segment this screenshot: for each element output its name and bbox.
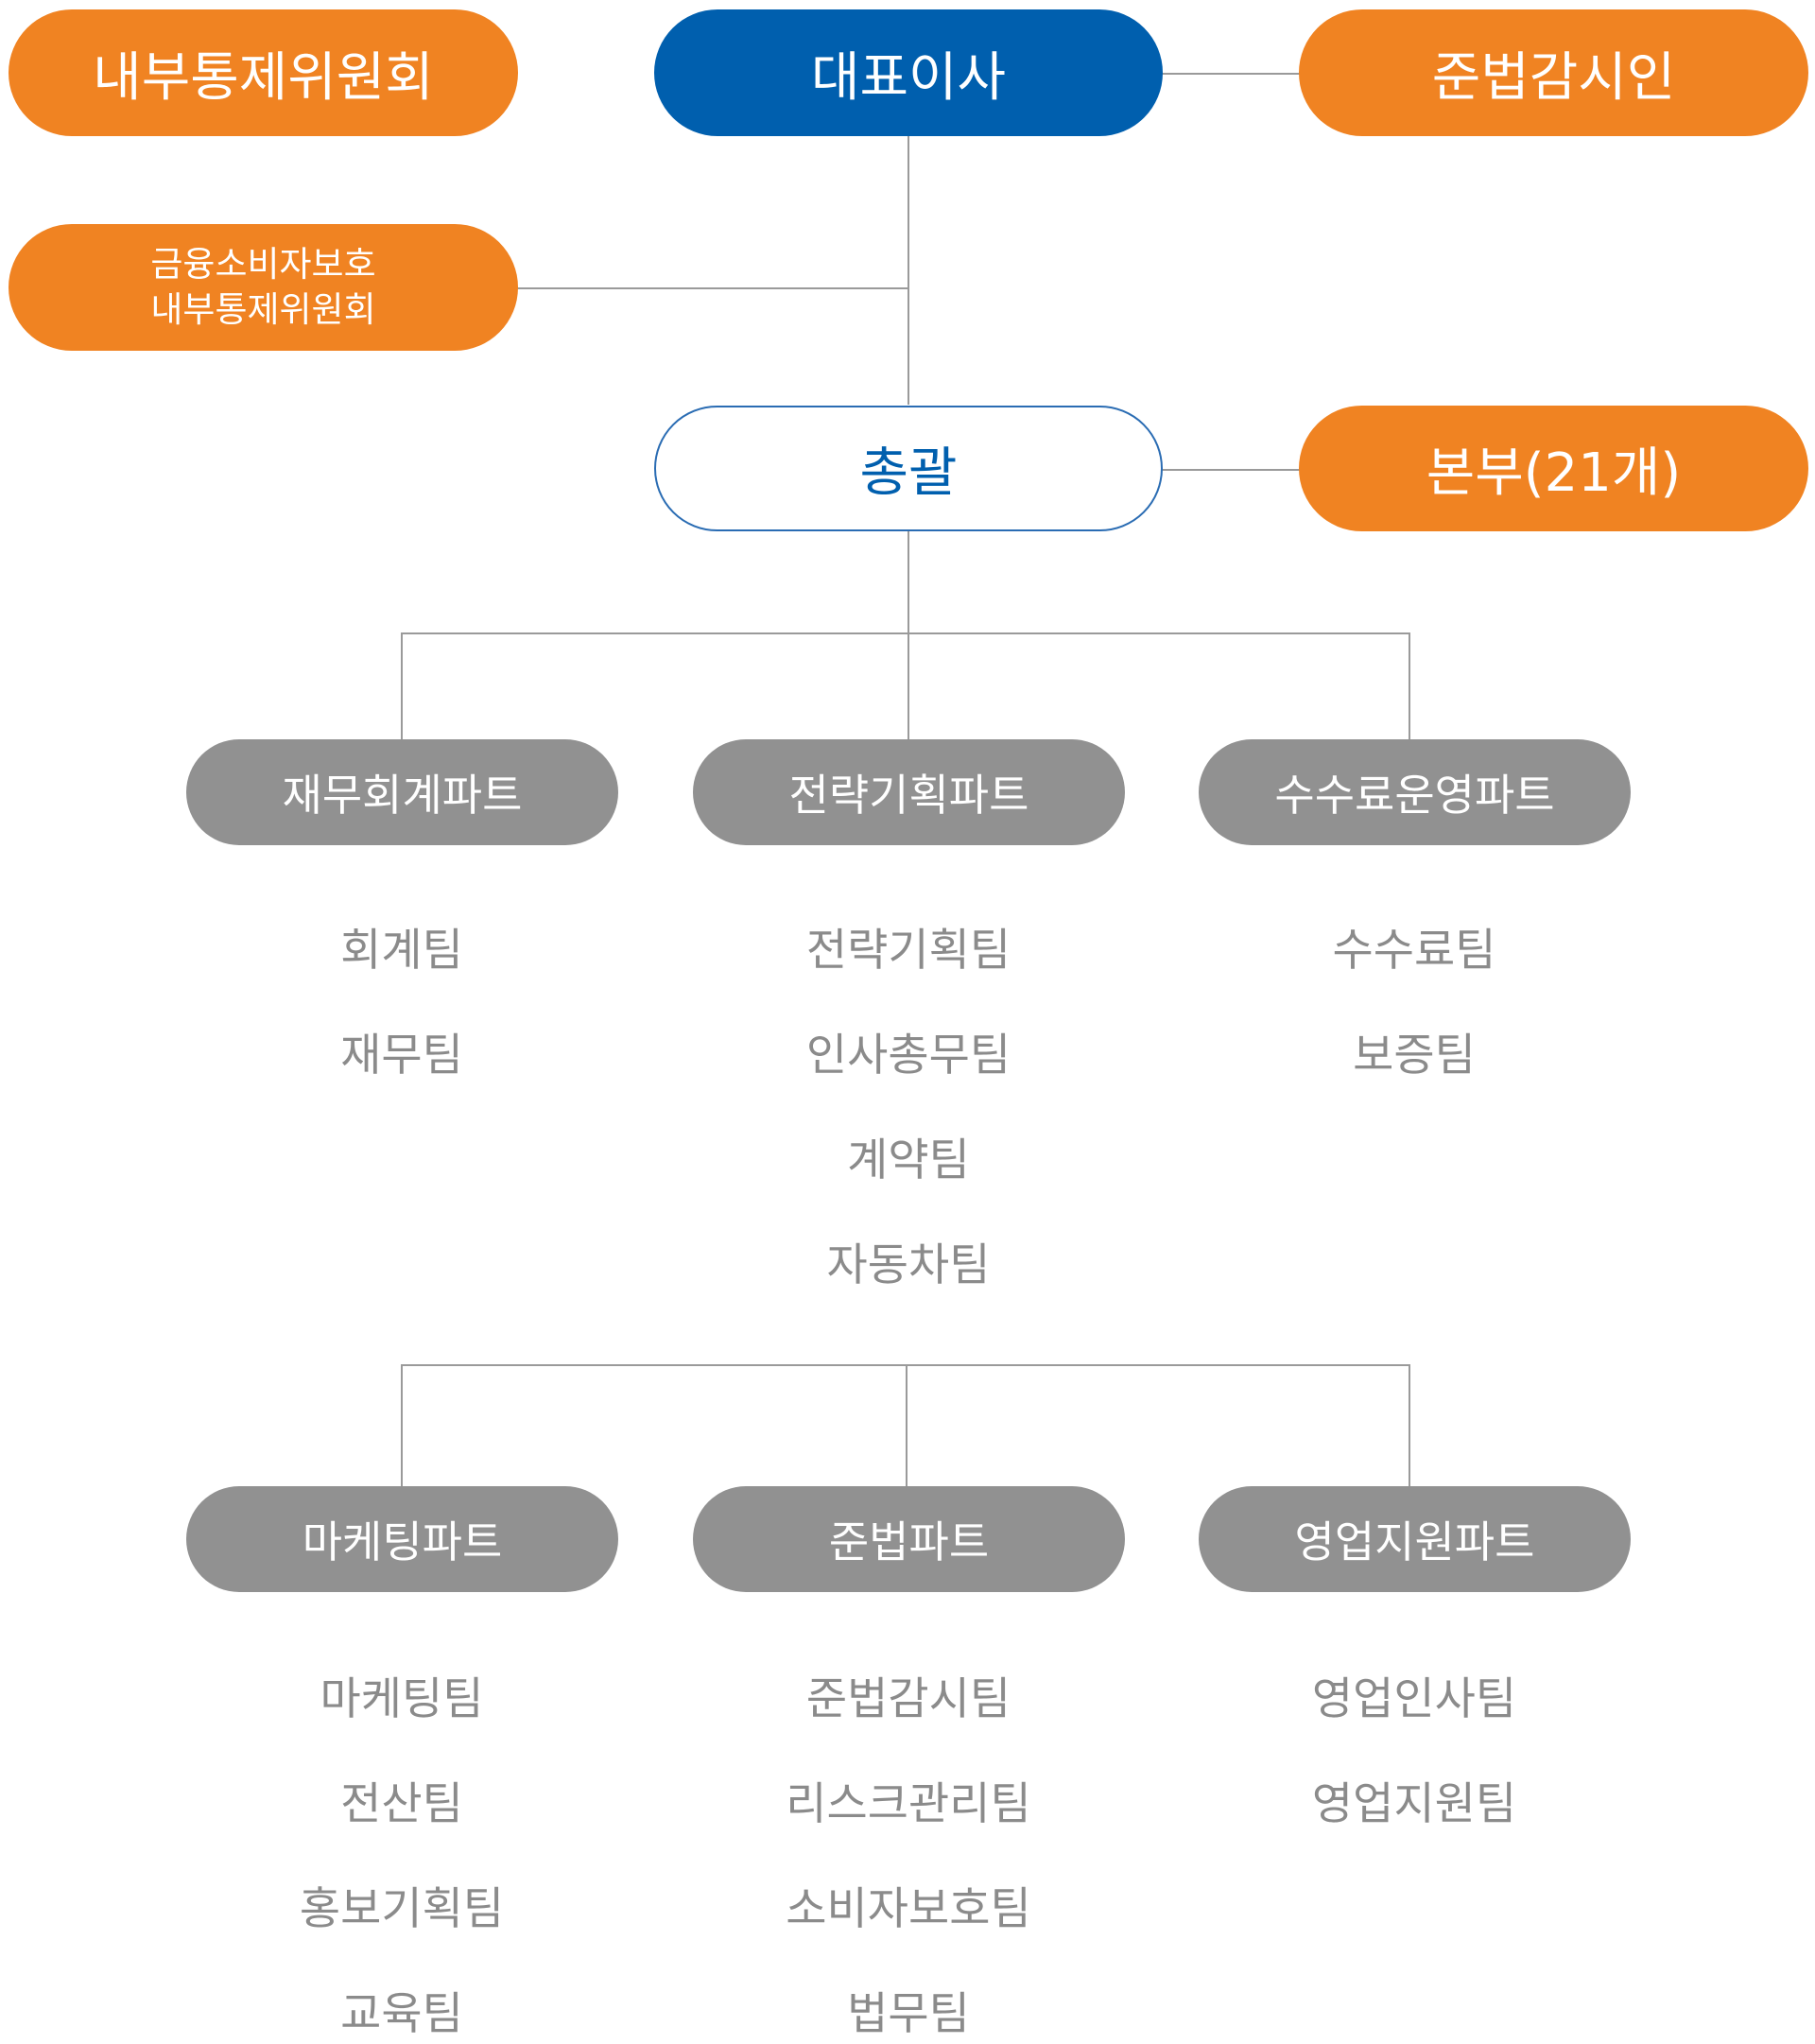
branches-box: 본부(21개) (1299, 406, 1808, 531)
ceo-box: 대표이사 (654, 9, 1163, 136)
team-item: 회계팀 (340, 925, 463, 977)
team-item: 자동차팀 (826, 1239, 991, 1291)
part-compliance: 준법파트 (693, 1486, 1125, 1592)
branches-label: 본부(21개) (1426, 442, 1682, 504)
general-box: 총괄 (654, 406, 1163, 531)
compliance-officer-box: 준법감시인 (1299, 9, 1808, 136)
part-label: 수수료운영파트 (1274, 770, 1555, 821)
consumer-protection-committee-line2: 내부통제위원회 (150, 289, 376, 330)
team-item: 인사총무팀 (805, 1030, 1011, 1082)
team-item: 준법감시팀 (805, 1673, 1011, 1725)
part-label: 준법파트 (828, 1516, 990, 1568)
team-item: 법무팀 (847, 1988, 970, 2040)
team-item: 영업인사팀 (1311, 1673, 1517, 1725)
line-upper-parts-bus (401, 632, 1410, 740)
team-item: 교육팀 (340, 1988, 463, 2040)
team-item: 보증팀 (1353, 1030, 1476, 1082)
team-item: 전략기획팀 (805, 925, 1011, 977)
team-item: 마케팅팀 (320, 1673, 484, 1725)
part-label: 영업지원파트 (1294, 1516, 1535, 1568)
team-item: 계약팀 (847, 1135, 970, 1187)
part-label: 전략기획파트 (788, 770, 1029, 821)
team-item: 수수료팀 (1332, 925, 1496, 977)
team-item: 소비자보호팀 (786, 1883, 1031, 1935)
part-marketing: 마케팅파트 (186, 1486, 618, 1592)
part-label: 재무회계파트 (282, 770, 523, 821)
internal-control-committee-label: 내부통제위원회 (93, 46, 434, 109)
part-fee-operations: 수수료운영파트 (1199, 739, 1631, 845)
compliance-officer-label: 준법감시인 (1431, 46, 1676, 109)
consumer-protection-committee-line1: 금융소비자보호 (150, 244, 376, 285)
part-strategy-planning: 전략기획파트 (693, 739, 1125, 845)
part-label: 마케팅파트 (302, 1516, 503, 1568)
part-sales-support: 영업지원파트 (1199, 1486, 1631, 1592)
team-item: 홍보기획팀 (299, 1883, 505, 1935)
part-finance-accounting: 재무회계파트 (186, 739, 618, 845)
ceo-label: 대표이사 (810, 46, 1007, 109)
team-item: 영업지원팀 (1311, 1778, 1517, 1830)
team-item: 재무팀 (340, 1030, 463, 1082)
consumer-protection-committee-box: 금융소비자보호 내부통제위원회 (9, 224, 518, 351)
team-item: 리스크관리팀 (786, 1778, 1031, 1830)
team-item: 전산팀 (340, 1778, 463, 1830)
internal-control-committee-box: 내부통제위원회 (9, 9, 518, 136)
general-label: 총괄 (859, 442, 958, 504)
